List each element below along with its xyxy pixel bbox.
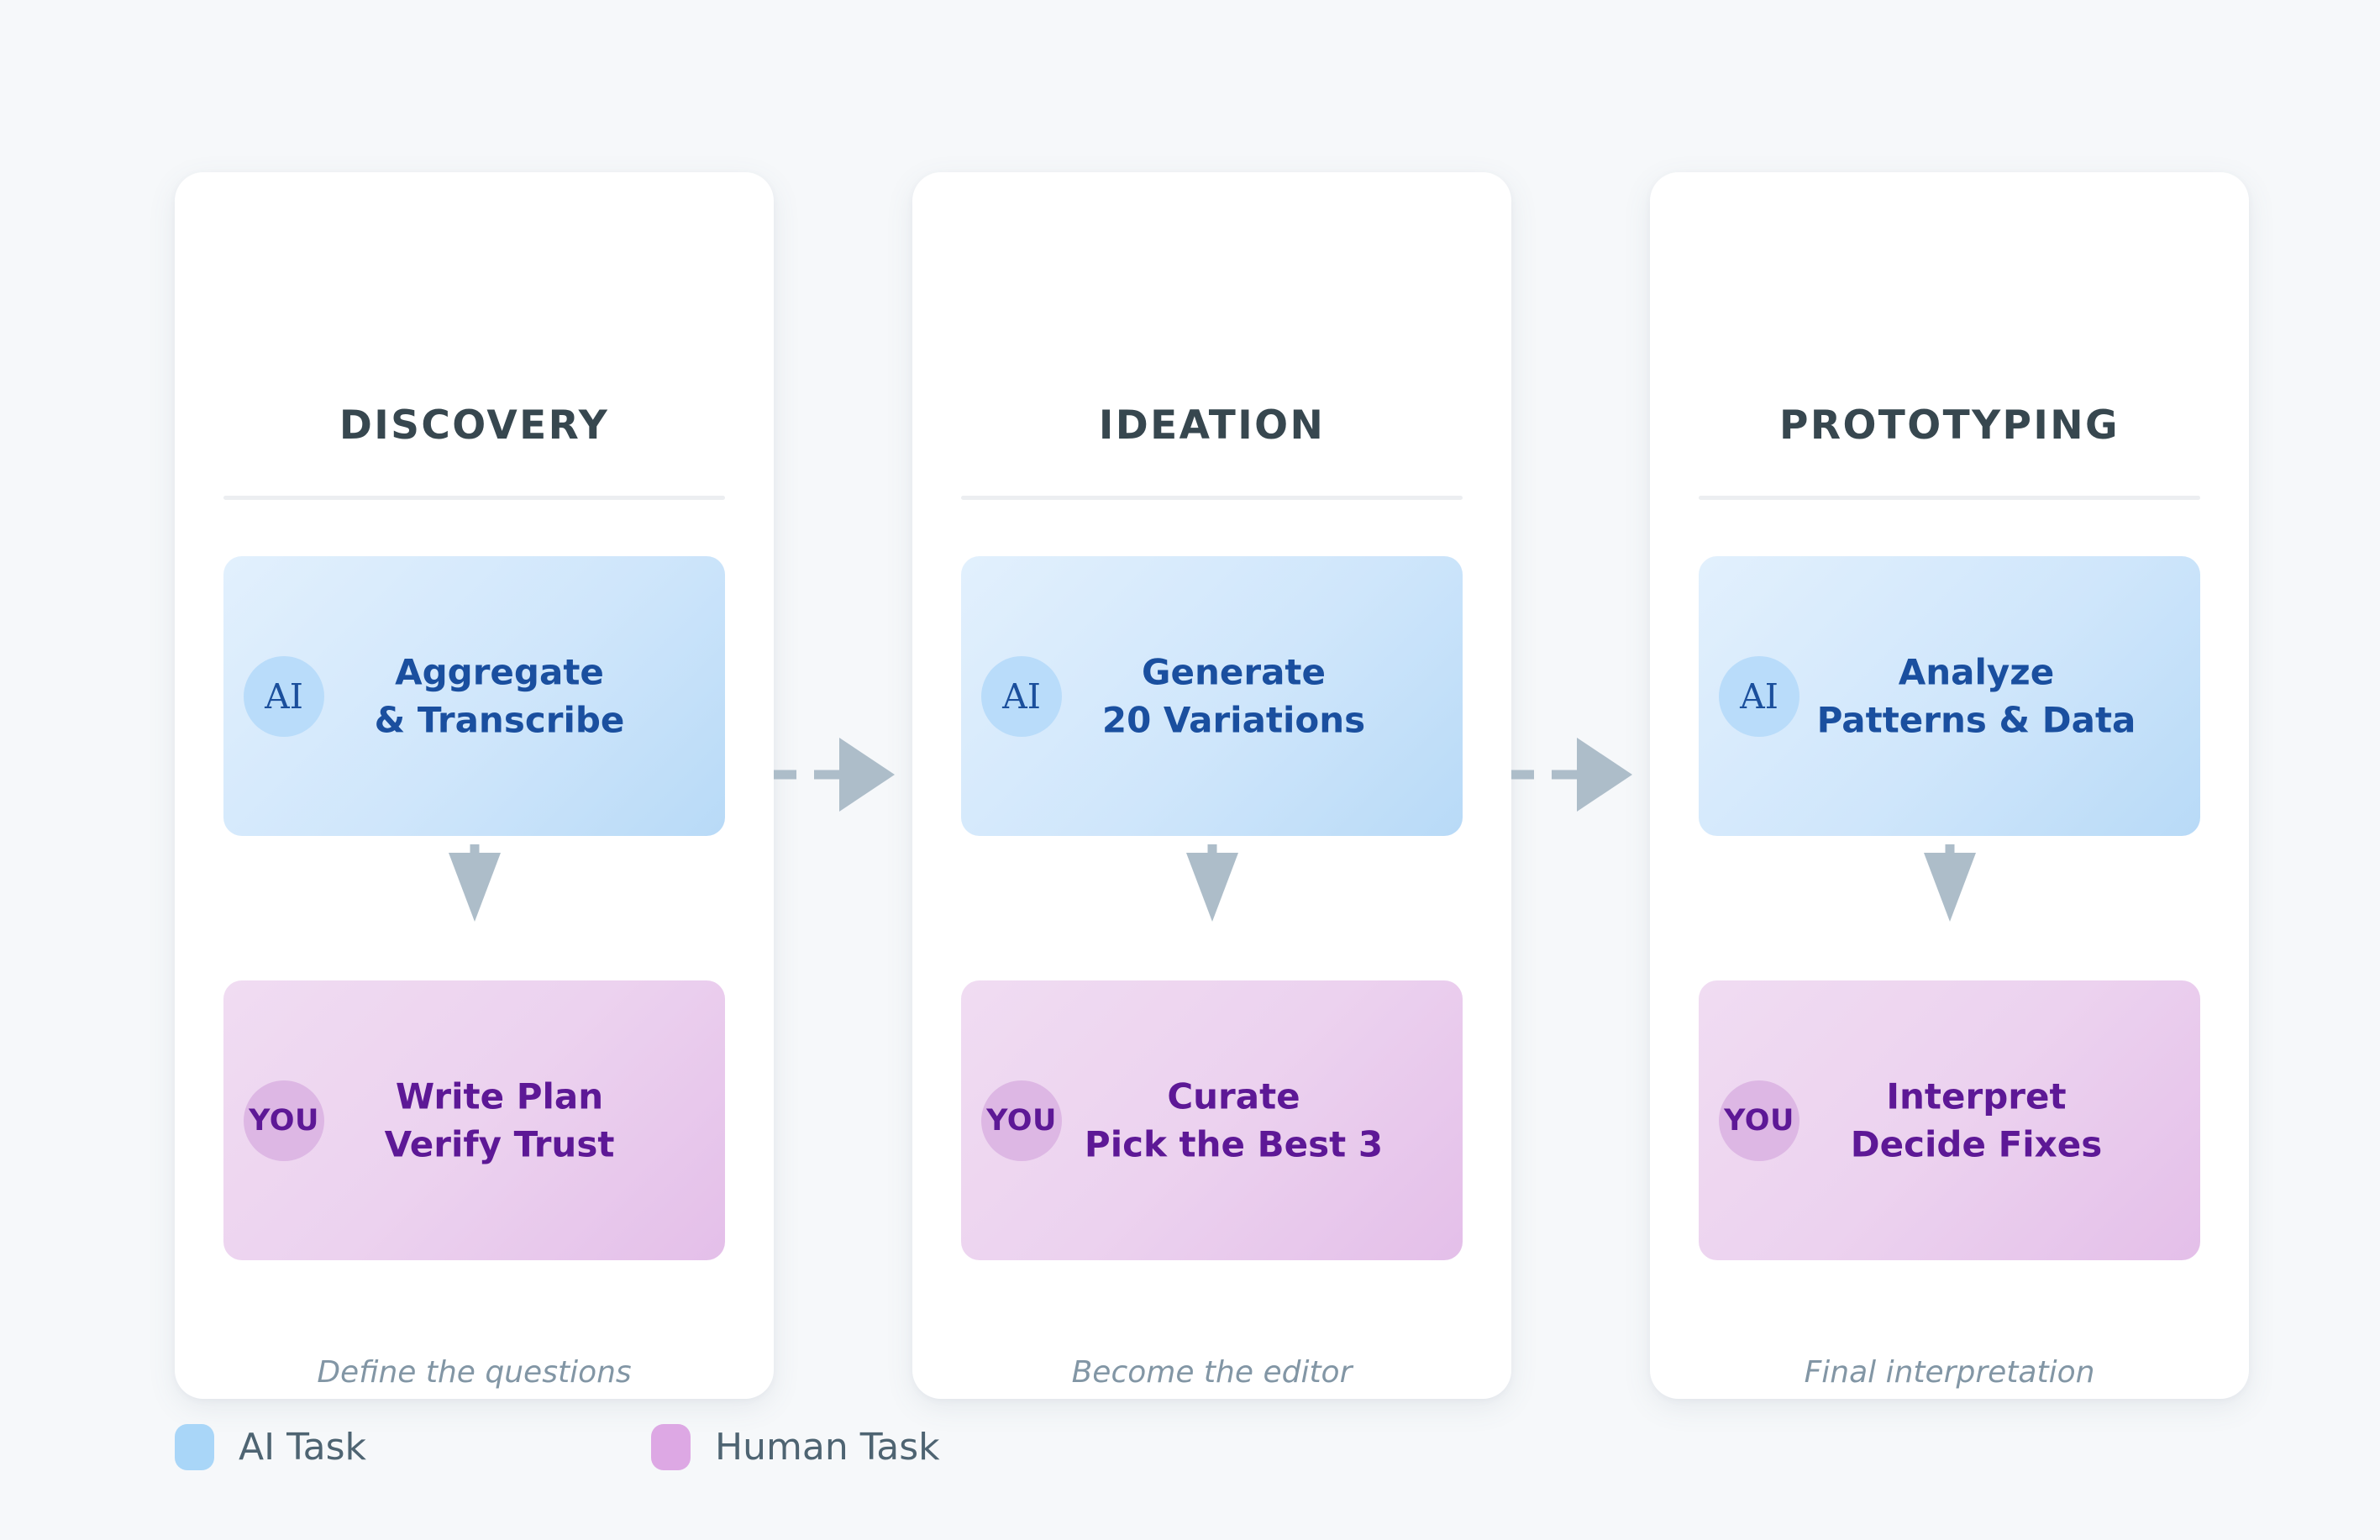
ai-badge: AI <box>1719 655 1799 737</box>
human-task-box[interactable]: YOU Write Plan Verify Trust <box>223 980 725 1260</box>
ai-task-line-1: Aggregate <box>395 650 604 692</box>
ai-badge: AI <box>981 655 1062 737</box>
ai-task-box[interactable]: AI Aggregate & Transcribe <box>223 556 725 836</box>
human-task-box[interactable]: YOU Curate Pick the Best 3 <box>961 980 1463 1260</box>
ai-task-line-2: Patterns & Data <box>1816 699 2136 741</box>
human-task-line-2: Decide Fixes <box>1850 1123 2103 1165</box>
arrow-head <box>1923 853 1976 922</box>
ai-task-box[interactable]: AI Generate 20 Variations <box>961 556 1463 836</box>
phase-connector-arrow-icon <box>1511 738 1651 812</box>
phase-card-ideation[interactable]: IDEATION AI Generate 20 Variations YOU C… <box>912 172 1511 1399</box>
human-task-text: Write Plan Verify Trust <box>385 1072 615 1169</box>
phase-divider <box>961 496 1463 500</box>
phase-connector-arrow-icon <box>774 738 913 812</box>
phase-divider <box>223 496 725 500</box>
human-task-line-2: Pick the Best 3 <box>1084 1123 1384 1165</box>
ai-task-line-2: 20 Variations <box>1101 699 1366 741</box>
human-task-line-2: Verify Trust <box>384 1123 615 1165</box>
legend-swatch-human <box>651 1424 691 1470</box>
legend-label-human: Human Task <box>715 1426 940 1469</box>
human-task-text: Curate Pick the Best 3 <box>1085 1072 1383 1169</box>
legend-item-human-task: Human Task <box>651 1424 940 1470</box>
connector-arrowhead <box>1577 738 1632 812</box>
legend-item-ai-task: AI Task <box>175 1424 366 1470</box>
phase-divider <box>1699 496 2200 500</box>
human-task-line-1: Interpret <box>1886 1075 2067 1117</box>
arrow-down-icon <box>1923 844 1976 922</box>
connector-arrowhead <box>839 738 895 812</box>
phase-card-discovery[interactable]: DISCOVERY AI Aggregate & Transcribe YOU … <box>175 172 774 1399</box>
phase-card-prototyping[interactable]: PROTOTYPING AI Analyze Patterns & Data Y… <box>1650 172 2249 1399</box>
phase-caption: Define the questions <box>317 1355 632 1390</box>
ai-task-text: Generate 20 Variations <box>1102 648 1365 744</box>
arrow-down-icon <box>1185 844 1238 922</box>
phase-title: PROTOTYPING <box>1779 402 2120 449</box>
arrow-down-icon <box>448 844 501 922</box>
legend-label-ai: AI Task <box>239 1426 367 1469</box>
you-badge: YOU <box>1719 1080 1799 1161</box>
phase-caption: Become the editor <box>1071 1355 1353 1390</box>
human-task-line-1: Write Plan <box>395 1075 604 1117</box>
arrow-stem <box>470 844 479 854</box>
connector-dash <box>1552 770 1579 780</box>
ai-task-line-2: & Transcribe <box>374 699 625 741</box>
connector-dash <box>774 770 796 780</box>
ai-badge: AI <box>244 655 324 737</box>
phase-caption: Final interpretation <box>1804 1355 2095 1390</box>
ai-task-line-1: Generate <box>1142 650 1326 692</box>
connector-dash <box>1511 770 1534 780</box>
phase-title: DISCOVERY <box>339 402 610 449</box>
human-task-line-1: Curate <box>1167 1075 1300 1117</box>
arrow-head <box>448 853 501 922</box>
phase-title: IDEATION <box>1098 402 1326 449</box>
you-badge: YOU <box>244 1080 324 1161</box>
human-task-text: Interpret Decide Fixes <box>1851 1072 2102 1169</box>
legend: AI Task Human Task <box>175 1424 940 1470</box>
human-task-box[interactable]: YOU Interpret Decide Fixes <box>1699 980 2200 1260</box>
ai-task-box[interactable]: AI Analyze Patterns & Data <box>1699 556 2200 836</box>
arrow-stem <box>1207 844 1216 854</box>
legend-swatch-ai <box>175 1424 214 1470</box>
ai-task-text: Aggregate & Transcribe <box>375 648 625 744</box>
ai-task-line-1: Analyze <box>1898 650 2055 692</box>
you-badge: YOU <box>981 1080 1062 1161</box>
connector-dash <box>814 770 842 780</box>
arrow-stem <box>1945 844 1954 854</box>
arrow-head <box>1185 853 1238 922</box>
ai-task-text: Analyze Patterns & Data <box>1817 648 2136 744</box>
